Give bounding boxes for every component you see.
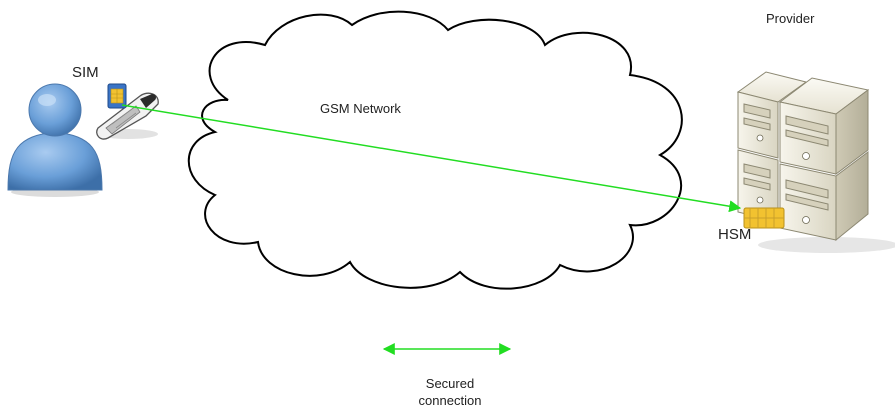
provider-label: Provider [766,11,815,26]
hsm-chip-icon [743,207,785,229]
connection-line [121,104,742,213]
server-cluster-icon [736,71,895,253]
hsm-label: HSM [718,226,752,243]
user-icon [7,83,103,197]
cloud-shape [187,10,683,290]
sim-label: SIM [72,64,99,81]
legend-secured-label-line1: Secured [425,376,475,391]
phone-icon [96,92,159,140]
sim-card-icon [107,83,127,109]
legend-secured-label-line2: connection [418,393,482,408]
gsm-network-label: GSM Network [320,101,401,116]
